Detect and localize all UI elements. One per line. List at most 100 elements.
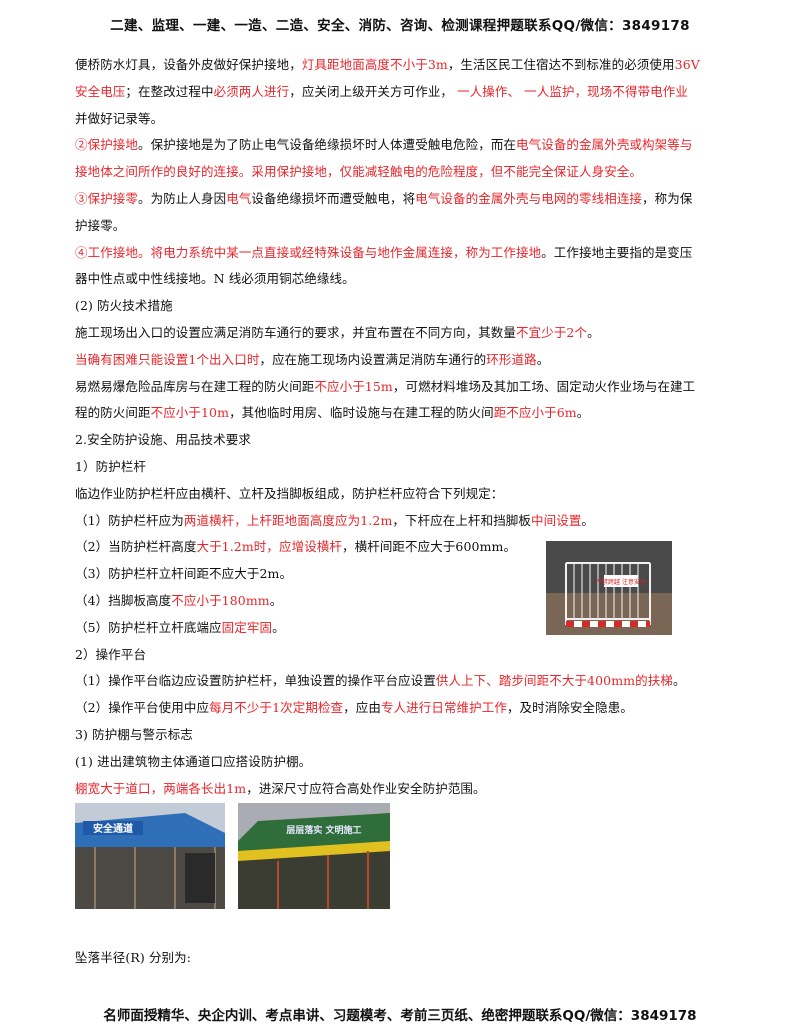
text-line: 便桥防水灯具，设备外皮做好保护接地，灯具距地面高度不小于3m，生活区民工住宿达不… [75, 52, 755, 79]
highlighted-text: 一人操作、 一人监护，现场不得带电作业 [457, 83, 688, 99]
body-text: 。保护接地是为了防止电气设备绝缘损坏时人体遭受触电危险，而在 [138, 137, 517, 153]
body-text: 便桥防水灯具，设备外皮做好保护接地， [75, 57, 302, 72]
body-text: (2) 防火技术措施 [75, 298, 173, 314]
highlighted-text: ③保护接零 [75, 190, 139, 206]
body-text: 。 [581, 512, 595, 528]
body-text: 器中性点或中性线接地。N 线必须用铜芯绝缘线。 [75, 271, 355, 287]
railing-sign-text: 严禁跨越 注意安全 [596, 578, 646, 586]
highlighted-text: 大于1.2m时，应增设横杆 [196, 539, 343, 555]
body-text: （2）当防护栏杆高度 [75, 539, 197, 555]
text-line: 2.安全防护设施、用品技术要求 [75, 427, 755, 454]
text-line: 器中性点或中性线接地。N 线必须用铜芯绝缘线。 [75, 266, 755, 293]
body-text: 1）防护栏杆 [75, 458, 147, 474]
highlighted-text: 棚宽大于道口，两端各长出1m [75, 780, 247, 796]
body-text: ，应关闭上级开关方可作业， [289, 83, 458, 99]
highlighted-text: 必须两人进行 [213, 83, 290, 99]
page-header: 二建、监理、一建、一造、二造、安全、消防、咨询、检测课程押题联系QQ/微信：38… [110, 18, 690, 34]
text-line: 当确有困难只能设置1个出入口时，应在施工现场内设置满足消防车通行的环形道路。 [75, 347, 755, 374]
highlighted-text: 电气设备的金属外壳或构架等与 [516, 137, 693, 153]
text-line: （3）防护栏杆立杆间距不应大于2m。 [75, 561, 755, 588]
body-text: 易燃易爆危险品库房与在建工程的防火间距 [75, 378, 315, 394]
body-text: （2）操作平台使用中应 [75, 700, 210, 716]
highlighted-text: 供人上下、踏步间距不大于400mm的扶梯 [435, 673, 673, 689]
text-line: （1）操作平台临边应设置防护栏杆，单独设置的操作平台应设置供人上下、踏步间距不大… [75, 668, 755, 695]
highlighted-text: 灯具距地面高度不小于3m [301, 57, 448, 72]
body-text: ，其他临时用房、临时设施与在建工程的防火间 [229, 405, 494, 421]
protective-shed-photo: 层层落实 文明施工 [238, 803, 390, 909]
body-text: (1) 进出建筑物主体通道口应搭设防护棚。 [75, 753, 312, 769]
text-line: 临边作业防护栏杆应由横杆、立杆及挡脚板组成，防护栏杆应符合下列规定： [75, 481, 755, 508]
body-text: 。 [536, 351, 550, 367]
shed-sign-text: 层层落实 文明施工 [286, 824, 361, 836]
body-text: 。 [576, 405, 590, 421]
body-text: 施工现场出入口的设置应满足消防车通行的要求，并宜布置在不同方向，其数量 [75, 324, 517, 340]
body-text: 。为防止人身因 [138, 190, 227, 206]
highlighted-text: ④工作接地。将电力系统中某一点直接或经特殊设备与地作金属连接，称为工作接地 [75, 244, 542, 260]
body-text: （1）操作平台临边应设置防护栏杆，单独设置的操作平台应设置 [75, 673, 436, 689]
body-text: ；在整改过程中 [125, 83, 214, 99]
body-text: 护接零。 [75, 217, 126, 233]
text-line: ③保护接零。为防止人身因电气设备绝缘损坏而遭受触电，将电气设备的金属外壳与电网的… [75, 186, 755, 213]
text-line: （2）当防护栏杆高度大于1.2m时，应增设横杆，横杆间距不应大于600mm。 [75, 534, 755, 561]
text-line: 2）操作平台 [75, 642, 755, 669]
highlighted-text: 不应小于180mm [171, 592, 270, 608]
body-text: 并做好记录等。 [75, 110, 164, 126]
text-line: 3) 防护棚与警示标志 [75, 722, 755, 749]
highlighted-text: 电气 [226, 190, 252, 206]
text-line: (1) 进出建筑物主体通道口应搭设防护棚。 [75, 749, 755, 776]
highlighted-text: 环形道路 [486, 351, 537, 367]
body-text: ，应由 [343, 700, 381, 716]
body-text: 3) 防护棚与警示标志 [75, 726, 193, 742]
body-text: （5）防护栏杆立杆底端应 [75, 619, 222, 635]
body-text: ，应在施工现场内设置满足消防车通行的 [259, 351, 487, 367]
body-text: ，生活区民工住宿达不到标准的必须使用 [447, 57, 675, 72]
highlighted-text: 当确有困难只能设置1个出入口时 [75, 351, 260, 367]
highlighted-text: 距不应小于6m [493, 405, 577, 421]
highlighted-text: 电气设备的金属外壳与电网的零线相连接 [415, 190, 643, 206]
text-line: 接地体之间所作的良好的连接。采用保护接地，仅能减轻触电的危险程度，但不能完全保证… [75, 159, 755, 186]
document-body: 便桥防水灯具，设备外皮做好保护接地，灯具距地面高度不小于3m，生活区民工住宿达不… [75, 52, 755, 802]
text-line: （4）挡脚板高度不应小于180mm。 [75, 588, 755, 615]
text-line: 安全电压；在整改过程中必须两人进行，应关闭上级开关方可作业， 一人操作、 一人监… [75, 79, 755, 106]
highlighted-text: 专人进行日常维护工作 [380, 700, 507, 716]
text-line: 护接零。 [75, 213, 755, 240]
highlighted-text: 不应小于10m [150, 405, 230, 421]
body-text: （1）防护栏杆应为 [75, 512, 184, 528]
body-text: ，可燃材料堆场及其加工场、固定动火作业场与在建工 [392, 378, 696, 394]
body-text: 。工作接地主要指的是变压 [541, 244, 693, 260]
highlighted-text: 不应小于15m [314, 378, 393, 394]
text-line: 棚宽大于道口，两端各长出1m，进深尺寸应符合高处作业安全防护范围。 [75, 776, 755, 803]
text-line: 程的防火间距不应小于10m，其他临时用房、临时设施与在建工程的防火间距不应小于6… [75, 400, 755, 427]
body-text: 。 [272, 619, 285, 635]
highlighted-text: ②保护接地 [75, 137, 139, 153]
text-line: 并做好记录等。 [75, 106, 755, 133]
fall-radius-line: 坠落半径(R) 分别为: [75, 950, 192, 965]
highlighted-text: 固定牢固 [221, 619, 273, 635]
guardrail-photo: 严禁跨越 注意安全 [546, 541, 672, 635]
text-line: 施工现场出入口的设置应满足消防车通行的要求，并宜布置在不同方向，其数量不宜少于2… [75, 320, 755, 347]
highlighted-text: 每月不少于1次定期检查 [209, 700, 344, 716]
body-text: 2）操作平台 [75, 646, 147, 662]
body-text: 2.安全防护设施、用品技术要求 [75, 432, 251, 448]
highlighted-text: 安全电压 [75, 83, 126, 99]
passage-sign-text: 安全通道 [93, 822, 133, 835]
body-text: ，下杆应在上杆和挡脚板 [392, 512, 532, 528]
body-text: ，及时消除安全隐患。 [506, 700, 633, 716]
body-text: 。 [587, 324, 600, 340]
highlighted-text: 接地体之间所作的良好的连接。采用保护接地，仅能减轻触电的危险程度，但不能完全保证… [75, 164, 643, 180]
text-line: （5）防护栏杆立杆底端应固定牢固。 [75, 615, 755, 642]
body-text: 。 [269, 592, 283, 608]
body-text: ，进深尺寸应符合高处作业安全防护范围。 [246, 780, 486, 796]
highlighted-text: 不宜少于2个 [516, 324, 588, 340]
body-text: 临边作业防护栏杆应由横杆、立杆及挡脚板组成，防护栏杆应符合下列规定： [75, 485, 504, 501]
body-text: 设备绝缘损坏而遭受触电，将 [251, 190, 416, 206]
highlighted-text: 两道横杆，上杆距地面高度应为1.2m [183, 512, 393, 528]
text-line: ④工作接地。将电力系统中某一点直接或经特殊设备与地作金属连接，称为工作接地。工作… [75, 240, 755, 267]
text-line: (2) 防火技术措施 [75, 293, 755, 320]
body-text: （3）防护栏杆立杆间距不应大于2m。 [75, 566, 293, 582]
text-line: 1）防护栏杆 [75, 454, 755, 481]
safety-passage-photo: 安全通道 [75, 803, 225, 909]
body-text: 。 [672, 673, 686, 689]
text-line: 易燃易爆危险品库房与在建工程的防火间距不应小于15m，可燃材料堆场及其加工场、固… [75, 374, 755, 401]
text-line: （1）防护栏杆应为两道横杆，上杆距地面高度应为1.2m，下杆应在上杆和挡脚板中间… [75, 508, 755, 535]
